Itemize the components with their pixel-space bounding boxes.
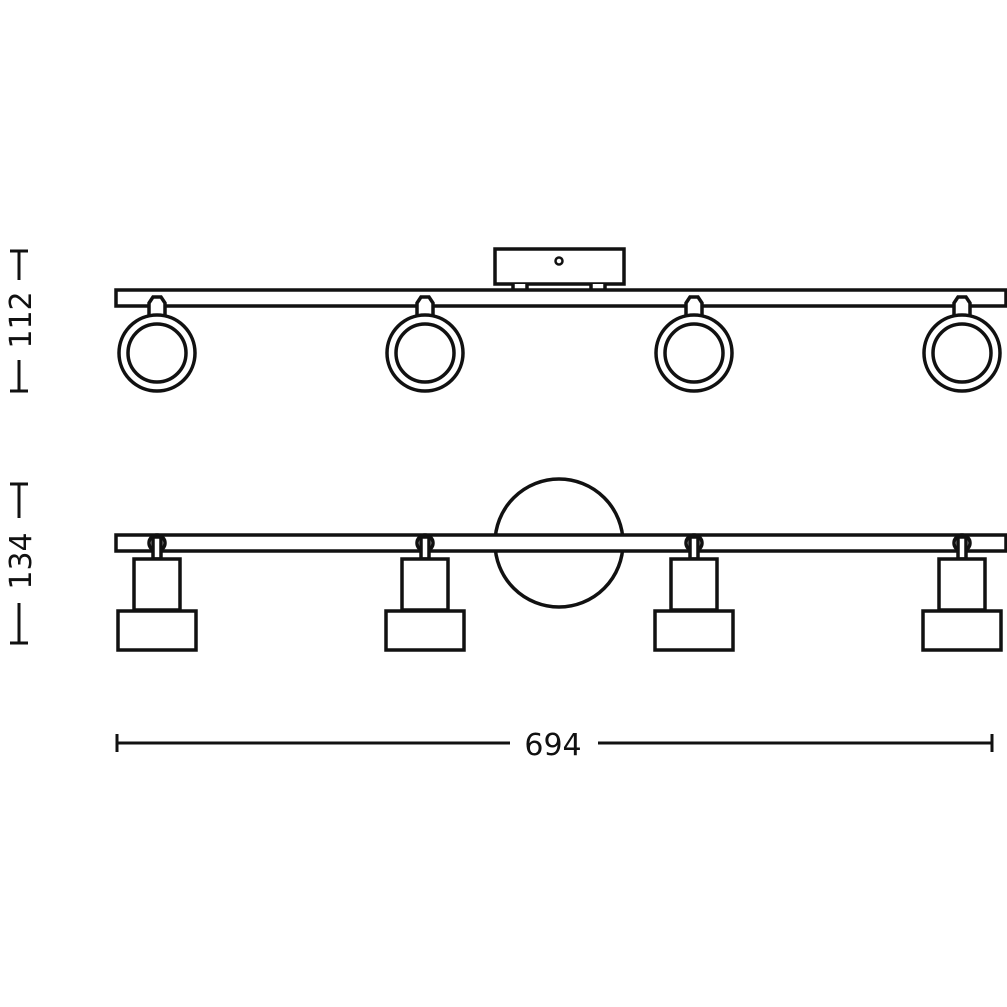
front-view xyxy=(114,247,1007,393)
dimension-front-height: 112 xyxy=(4,291,39,348)
spotlight-side xyxy=(384,533,466,652)
spotlight-front xyxy=(117,295,197,393)
spotlight-front xyxy=(922,295,1002,393)
dimension-lines xyxy=(10,249,994,752)
rail-side xyxy=(114,533,1007,553)
spotlight-front xyxy=(654,295,734,393)
spot-ring-inner xyxy=(126,322,188,384)
spot-body xyxy=(400,557,450,612)
dimension-side-height: 134 xyxy=(4,532,39,589)
spot-ring-inner xyxy=(931,322,993,384)
dimension-width: 694 xyxy=(524,728,581,763)
spot-ring-inner xyxy=(663,322,725,384)
spot-head xyxy=(921,609,1003,652)
spot-stem xyxy=(956,535,968,561)
spotlight-front xyxy=(385,295,465,393)
spot-body xyxy=(132,557,182,612)
spotlight-side xyxy=(653,533,735,652)
spot-body xyxy=(937,557,987,612)
spot-mount xyxy=(415,295,435,315)
spot-stem xyxy=(419,535,431,561)
spot-head xyxy=(384,609,466,652)
spot-head xyxy=(653,609,735,652)
spot-mount xyxy=(147,295,167,315)
spot-stem xyxy=(688,535,700,561)
spotlight-side xyxy=(921,533,1003,652)
spot-body xyxy=(669,557,719,612)
spot-stem xyxy=(151,535,163,561)
spot-head xyxy=(116,609,198,652)
spotlight-side xyxy=(116,533,198,652)
spot-mount xyxy=(952,295,972,315)
side-view xyxy=(114,477,1007,652)
canopy-front xyxy=(493,247,626,286)
spot-ring-inner xyxy=(394,322,456,384)
canopy-screw xyxy=(554,256,564,266)
rail-front xyxy=(114,288,1007,308)
spot-mount xyxy=(684,295,704,315)
